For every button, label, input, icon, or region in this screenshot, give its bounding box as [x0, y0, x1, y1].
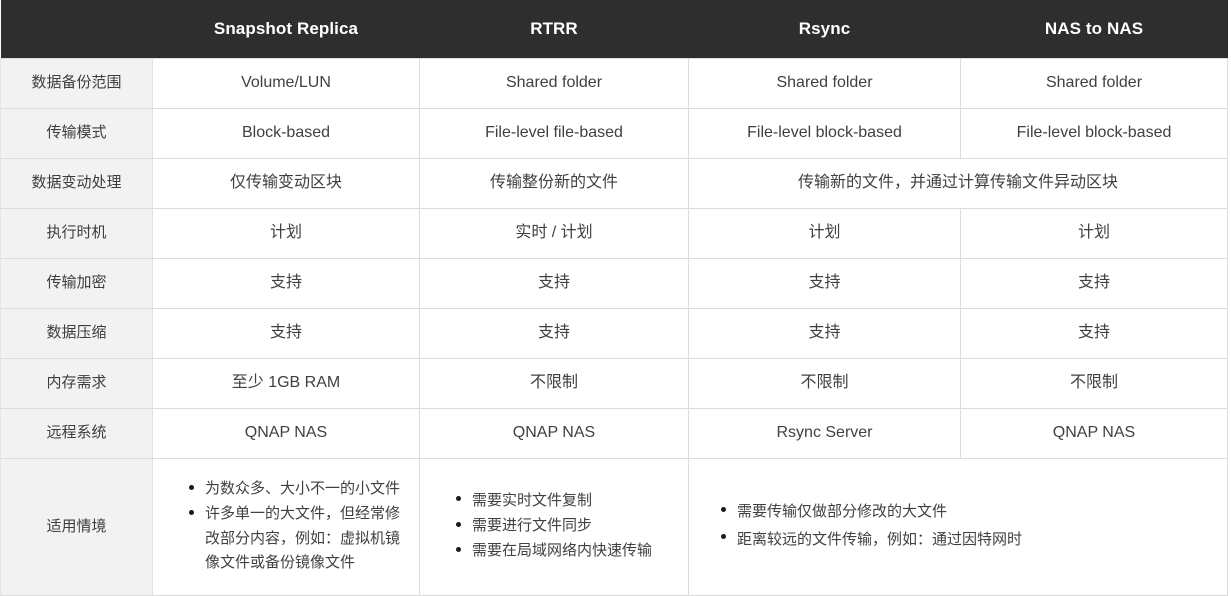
bullet-dot-icon	[189, 484, 194, 490]
table-cell: 支持	[688, 307, 961, 359]
bullet-dot-icon	[721, 534, 726, 540]
table-cell: 传输整份新的文件	[419, 157, 689, 209]
list-item-label: 需要实时文件复制	[472, 491, 593, 509]
list-item: 需要传输仅做部分修改的大文件	[721, 499, 1217, 525]
table-row: 适用情境为数众多、大小不一的小文件许多单一的大文件，但经常修改部分内容，例如：虚…	[0, 457, 1228, 596]
table-cell: QNAP NAS	[960, 407, 1228, 459]
table-cell: 支持	[960, 257, 1228, 309]
table-cell: 计划	[960, 207, 1228, 259]
bullet-list: 需要传输仅做部分修改的大文件距离较远的文件传输，例如：通过因特网时	[707, 499, 1217, 553]
table-cell: 不限制	[688, 357, 961, 409]
table-cell: 传输新的文件，并通过计算传输文件异动区块	[688, 157, 1228, 209]
cell-bullet-list: 为数众多、大小不一的小文件许多单一的大文件，但经常修改部分内容，例如：虚拟机镜像…	[152, 457, 420, 596]
table-header: Snapshot Replica RTRR Rsync NAS to NAS	[0, 0, 1228, 58]
table-cell: 不限制	[960, 357, 1228, 409]
row-label: 传输加密	[0, 257, 153, 309]
row-label: 适用情境	[0, 457, 153, 596]
cell-bullet-list: 需要传输仅做部分修改的大文件距离较远的文件传输，例如：通过因特网时	[688, 457, 1228, 596]
header-cell-blank	[0, 0, 153, 58]
row-label: 执行时机	[0, 207, 153, 259]
table-cell: 计划	[688, 207, 961, 259]
table-cell: File-level block-based	[688, 107, 961, 159]
bullet-dot-icon	[456, 521, 461, 527]
list-item: 为数众多、大小不一的小文件	[189, 477, 409, 501]
list-item-label: 需要在局域网络内快速传输	[472, 542, 653, 560]
list-item: 许多单一的大文件，但经常修改部分内容，例如：虚拟机镜像文件或备份镜像文件	[189, 502, 409, 575]
list-item: 需要在局域网络内快速传输	[456, 539, 678, 563]
header-cell-snapshot-replica: Snapshot Replica	[152, 0, 420, 58]
table-row: 执行时机计划实时 / 计划计划计划	[0, 207, 1228, 259]
table-row: 传输加密支持支持支持支持	[0, 257, 1228, 309]
table-cell: File-level file-based	[419, 107, 689, 159]
table-cell: 计划	[152, 207, 420, 259]
bullet-dot-icon	[456, 496, 461, 502]
bullet-list: 为数众多、大小不一的小文件许多单一的大文件，但经常修改部分内容，例如：虚拟机镜像…	[165, 477, 409, 575]
table-cell: 支持	[688, 257, 961, 309]
header-cell-rtrr: RTRR	[419, 0, 689, 58]
list-item-label: 许多单一的大文件，但经常修改部分内容，例如：虚拟机镜像文件或备份镜像文件	[205, 505, 401, 571]
list-item-label: 为数众多、大小不一的小文件	[205, 479, 401, 497]
table-cell: 不限制	[419, 357, 689, 409]
table-cell: 支持	[152, 307, 420, 359]
header-cell-rsync: Rsync	[688, 0, 961, 58]
row-label: 远程系统	[0, 407, 153, 459]
table-cell: 实时 / 计划	[419, 207, 689, 259]
row-label: 数据压缩	[0, 307, 153, 359]
table-cell: Shared folder	[688, 57, 961, 109]
list-item: 需要实时文件复制	[456, 489, 678, 513]
row-label: 数据变动处理	[0, 157, 153, 209]
list-item: 需要进行文件同步	[456, 514, 678, 538]
header-cell-nas-to-nas: NAS to NAS	[960, 0, 1228, 58]
table-cell: 支持	[419, 307, 689, 359]
row-label: 传输模式	[0, 107, 153, 159]
row-label: 内存需求	[0, 357, 153, 409]
table-cell: Block-based	[152, 107, 420, 159]
table-cell: QNAP NAS	[152, 407, 420, 459]
bullet-list: 需要实时文件复制需要进行文件同步需要在局域网络内快速传输	[432, 489, 678, 564]
table-cell: Shared folder	[960, 57, 1228, 109]
table-cell: Volume/LUN	[152, 57, 420, 109]
bullet-dot-icon	[721, 507, 726, 513]
table-cell: Rsync Server	[688, 407, 961, 459]
cell-bullet-list: 需要实时文件复制需要进行文件同步需要在局域网络内快速传输	[419, 457, 689, 596]
table-cell: QNAP NAS	[419, 407, 689, 459]
row-label: 数据备份范围	[0, 57, 153, 109]
list-item-label: 需要进行文件同步	[472, 516, 593, 534]
table-row: 数据变动处理仅传输变动区块传输整份新的文件传输新的文件，并通过计算传输文件异动区…	[0, 157, 1228, 209]
bullet-dot-icon	[456, 546, 461, 552]
list-item: 距离较远的文件传输，例如：通过因特网时	[721, 527, 1217, 553]
table-header-row: Snapshot Replica RTRR Rsync NAS to NAS	[0, 0, 1228, 58]
list-item-label: 距离较远的文件传输，例如：通过因特网时	[737, 530, 1023, 548]
list-item-label: 需要传输仅做部分修改的大文件	[737, 503, 948, 521]
table-cell: 支持	[152, 257, 420, 309]
table-cell: Shared folder	[419, 57, 689, 109]
table-cell: 支持	[960, 307, 1228, 359]
table-row: 数据压缩支持支持支持支持	[0, 307, 1228, 359]
bullet-dot-icon	[189, 510, 194, 515]
table-cell: 仅传输变动区块	[152, 157, 420, 209]
table-cell: 至少 1GB RAM	[152, 357, 420, 409]
table-cell: File-level block-based	[960, 107, 1228, 159]
table-cell: 支持	[419, 257, 689, 309]
